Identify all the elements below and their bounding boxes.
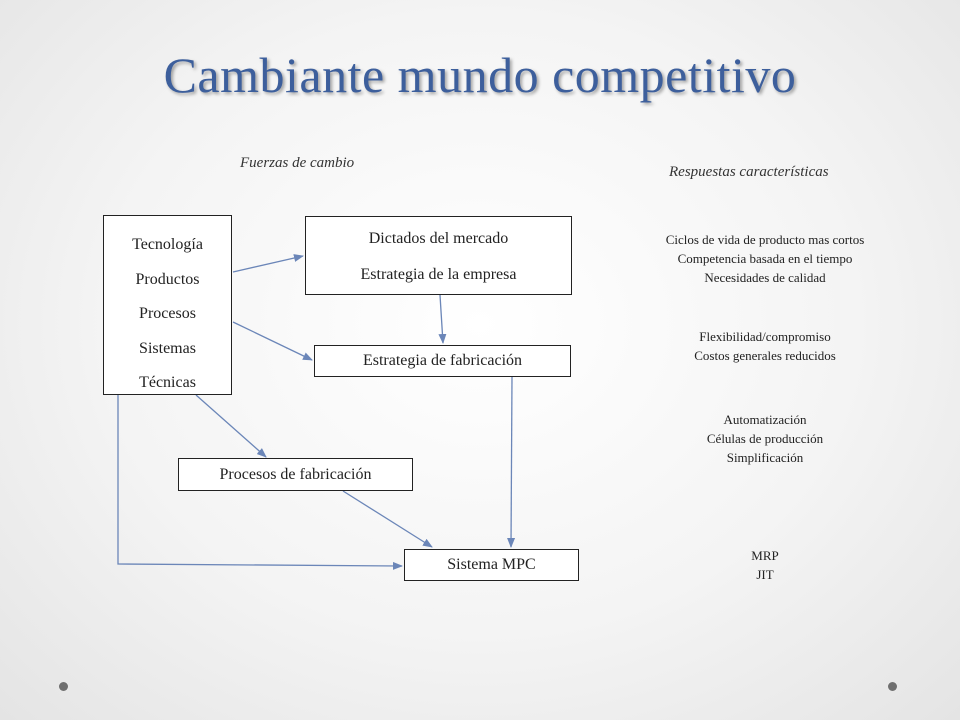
company-strategy-label: Estrategia de la empresa xyxy=(360,266,517,283)
response-group-3: Automatización Células de producción Sim… xyxy=(600,410,930,467)
response-item: JIT xyxy=(756,567,774,582)
manufacturing-processes-box: Procesos de fabricación xyxy=(178,458,413,491)
corner-dot-right xyxy=(888,682,897,691)
response-group-1: Ciclos de vida de producto mas cortos Co… xyxy=(600,230,930,287)
responses-heading: Respuestas características xyxy=(669,164,829,180)
response-item: Necesidades de calidad xyxy=(704,270,826,285)
market-dictates-label: Dictados del mercado xyxy=(368,230,509,247)
force-products: Productos xyxy=(135,270,200,288)
arrow-strategy-to-mpc xyxy=(507,376,516,548)
response-item: Competencia basada en el tiempo xyxy=(677,251,853,266)
force-technology: Tecnología xyxy=(132,236,203,253)
arrow-forces-to-processes xyxy=(195,394,267,458)
response-item: Automatización xyxy=(723,412,807,427)
arrow-market-to-strategy xyxy=(438,294,447,344)
slide-title: Cambiante mundo competitivo xyxy=(163,47,797,103)
arrow-forces-to-mpc xyxy=(117,392,403,570)
forces-heading: Fuerzas de cambio xyxy=(240,155,355,171)
mpc-system-box: Sistema MPC xyxy=(404,549,579,581)
arrow-forces-to-strategy xyxy=(232,321,313,361)
response-group-4: MRP JIT xyxy=(600,546,930,584)
market-box: Dictados del mercado Estrategia de la em… xyxy=(305,216,572,295)
arrow-processes-to-mpc xyxy=(342,490,433,548)
response-item: Ciclos de vida de producto mas cortos xyxy=(665,232,865,247)
forces-box: Tecnología Productos Procesos Sistemas T… xyxy=(103,215,232,395)
response-group-2: Flexibilidad/compromiso Costos generales… xyxy=(600,327,930,365)
force-systems: Sistemas xyxy=(139,339,196,357)
corner-dot-left xyxy=(59,682,68,691)
force-processes: Procesos xyxy=(139,305,196,322)
manufacturing-strategy-box: Estrategia de fabricación xyxy=(314,345,571,377)
response-item: Costos generales reducidos xyxy=(694,348,836,363)
force-techniques: Técnicas xyxy=(139,374,196,391)
response-item: MRP xyxy=(751,548,779,563)
arrow-forces-to-market xyxy=(232,254,304,273)
response-item: Células de producción xyxy=(706,431,824,446)
response-item: Flexibilidad/compromiso xyxy=(699,329,831,344)
response-item: Simplificación xyxy=(726,450,804,465)
